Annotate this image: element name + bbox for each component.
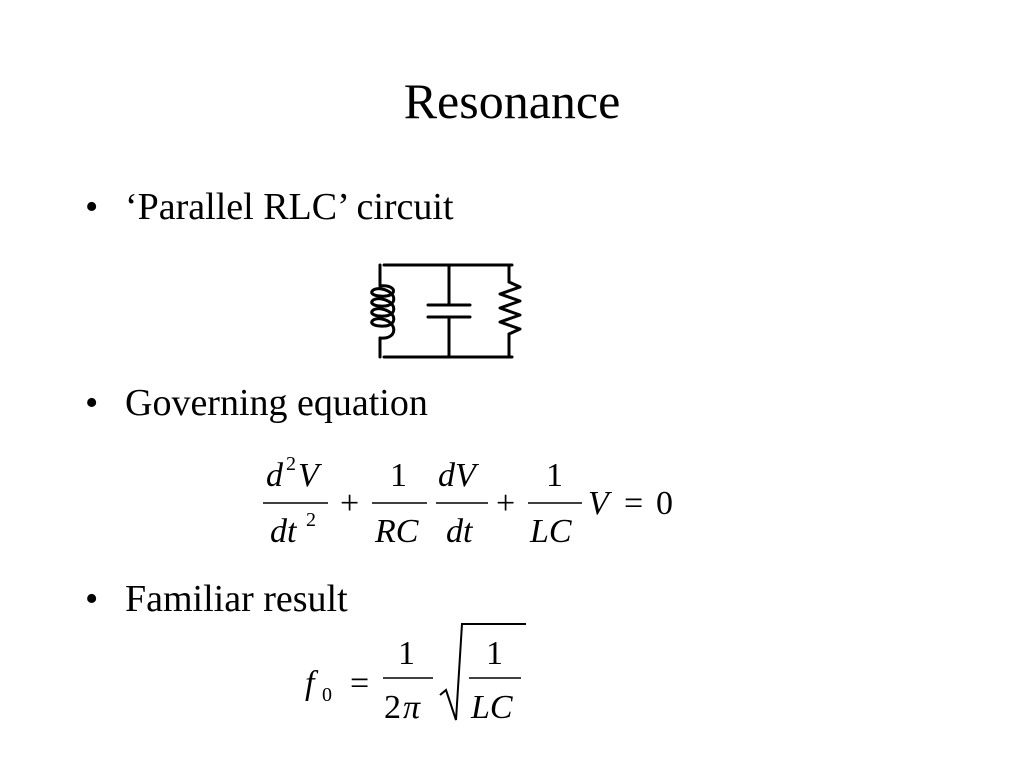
eq-term1-den-exp: 2 bbox=[306, 509, 316, 531]
bullet-text: Familiar result bbox=[125, 578, 348, 620]
bullet-parallel-rlc: • ‘Parallel RLC’ circuit bbox=[85, 184, 454, 230]
resistor-icon bbox=[498, 263, 522, 359]
eq-term3-var: V bbox=[588, 485, 613, 522]
eq-term1-exp: 2 bbox=[286, 453, 296, 475]
result-equals: = bbox=[350, 665, 369, 702]
sqrt-radical-icon bbox=[439, 623, 526, 721]
eq-term1-v: V bbox=[298, 457, 323, 494]
bullet-text: ‘Parallel RLC’ circuit bbox=[125, 186, 454, 228]
bullet-text: Governing equation bbox=[125, 382, 428, 424]
bullet-marker: • bbox=[85, 382, 99, 424]
slide-title: Resonance bbox=[403, 73, 621, 129]
capacitor-icon bbox=[426, 263, 472, 359]
result-frac-num: 1 bbox=[398, 635, 415, 672]
eq-term3-coef-den: LC bbox=[529, 513, 572, 550]
eq-term3-coef-num: 1 bbox=[546, 457, 563, 494]
eq-plus-2: + bbox=[496, 485, 515, 522]
eq-term2-num: dV bbox=[438, 457, 480, 494]
bullet-governing-equation: • Governing equation bbox=[85, 380, 428, 426]
eq-plus-1: + bbox=[340, 485, 359, 522]
eq-term2-coef-num: 1 bbox=[390, 457, 407, 494]
inductor-icon bbox=[370, 263, 396, 359]
eq-equals: = bbox=[624, 485, 643, 522]
result-sqrt-den: LC bbox=[470, 689, 513, 726]
eq-term1-dt: dt bbox=[270, 513, 298, 550]
result-frac-den-2: 2 bbox=[384, 689, 401, 726]
eq-rhs: 0 bbox=[656, 485, 673, 522]
eq-term2-coef-den: RC bbox=[374, 513, 419, 550]
result-subscript: 0 bbox=[322, 684, 332, 706]
result-frac-den-pi: π bbox=[403, 689, 421, 726]
result-f: f bbox=[305, 665, 319, 702]
bullet-familiar-result: • Familiar result bbox=[85, 576, 348, 622]
bullet-marker: • bbox=[85, 578, 99, 620]
eq-term1-d: d bbox=[266, 457, 284, 494]
bullet-marker: • bbox=[85, 186, 99, 228]
result-sqrt-num: 1 bbox=[486, 635, 503, 672]
eq-term2-den: dt bbox=[446, 513, 474, 550]
